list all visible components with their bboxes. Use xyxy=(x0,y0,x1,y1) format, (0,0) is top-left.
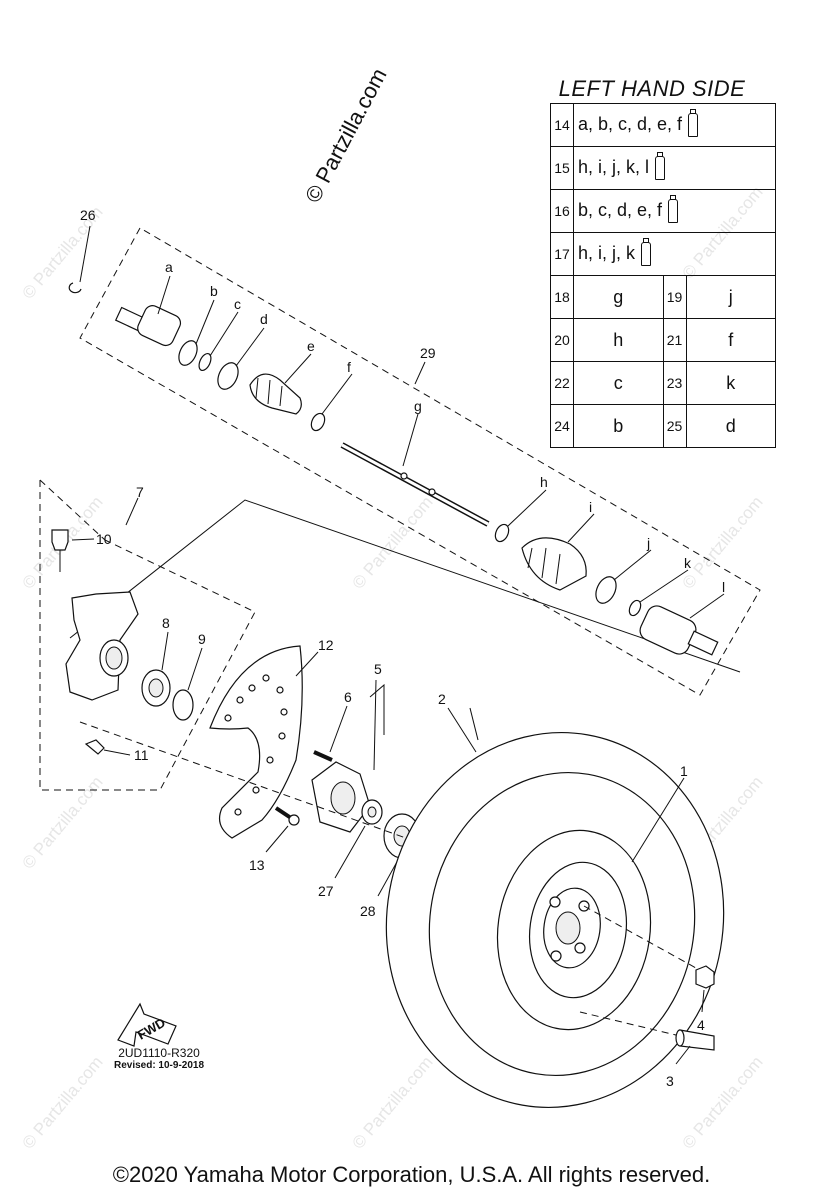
row-value: g xyxy=(573,275,664,319)
table-row: 14 a, b, c, d, e, f xyxy=(550,103,776,147)
disc-bolt xyxy=(274,806,300,826)
row-value: d xyxy=(685,404,776,448)
table-row: 16 b, c, d, e, f xyxy=(550,189,776,233)
knuckle-group-outline xyxy=(39,480,256,791)
copyright-notice: ©2020 Yamaha Motor Corporation, U.S.A. A… xyxy=(112,1162,711,1187)
row-number: 18 xyxy=(550,275,574,319)
callout-13: 13 xyxy=(249,857,265,873)
callout-6: 6 xyxy=(344,689,352,705)
callout-g: g xyxy=(414,398,422,414)
reference-block: 2UD1110-R320 Revised: 10-9-2018 xyxy=(84,1046,234,1071)
watermark: © Partzilla.com xyxy=(349,493,437,593)
table-row: 15 h, i, j, k, l xyxy=(550,146,776,190)
callout-l: l xyxy=(722,579,725,595)
callout-27: 27 xyxy=(318,883,334,899)
callout-4: 4 xyxy=(697,1017,705,1033)
table-row: 24 b 25 d xyxy=(550,404,776,448)
callout-b: b xyxy=(210,283,218,299)
left-hand-side-table: 14 a, b, c, d, e, f 15 h, i, j, k, l 16 … xyxy=(550,103,776,448)
drive-shaft-group-outline xyxy=(79,227,761,696)
grease-tube-icon xyxy=(668,195,679,223)
grease-tube-icon xyxy=(641,238,652,266)
row-value: j xyxy=(685,275,776,319)
ball-joint xyxy=(51,529,69,572)
grease-tube-icon xyxy=(655,152,666,180)
inner-cv-joint xyxy=(639,605,719,656)
callout-d: d xyxy=(260,311,268,327)
wheel-rim xyxy=(496,829,652,1031)
callout-5: 5 xyxy=(374,661,382,677)
callout-2: 2 xyxy=(438,691,446,707)
callout-c: c xyxy=(234,296,241,312)
callout-10: 10 xyxy=(96,531,112,547)
callout-e: e xyxy=(307,338,315,354)
callout-12: 12 xyxy=(318,637,334,653)
callout-26: 26 xyxy=(80,207,96,223)
row-number: 24 xyxy=(550,404,574,448)
table-row: 20 h 21 f xyxy=(550,318,776,362)
hub-stud xyxy=(313,750,333,762)
callout-29: 29 xyxy=(420,345,436,361)
row-number: 14 xyxy=(550,103,574,147)
callout-11: 11 xyxy=(134,747,149,763)
row-number: 23 xyxy=(662,361,687,405)
row-value: h xyxy=(573,318,664,362)
watermark: © Partzilla.com xyxy=(679,1053,767,1153)
callout-9: 9 xyxy=(198,631,206,647)
table-row: 17 h, i, j, k xyxy=(550,232,776,276)
watermark: © Partzilla.com xyxy=(349,1053,437,1153)
table-row: 18 g 19 j xyxy=(550,275,776,319)
callout-7: 7 xyxy=(136,484,144,500)
row-value: f xyxy=(685,318,776,362)
row-number: 16 xyxy=(550,189,574,233)
row-number: 19 xyxy=(662,275,687,319)
row-value: k xyxy=(685,361,776,405)
row-codes: h, i, j, k xyxy=(578,242,636,263)
outer-cv-joint xyxy=(114,305,182,347)
row-value: b xyxy=(573,404,664,448)
watermark: © Partzilla.com xyxy=(19,773,107,873)
reference-code: 2UD1110-R320 xyxy=(118,1046,200,1060)
callout-28: 28 xyxy=(360,903,376,919)
callout-j: j xyxy=(646,535,650,551)
callout-f: f xyxy=(347,359,351,375)
row-number: 21 xyxy=(662,318,687,362)
steering-knuckle xyxy=(65,591,139,701)
brake-disc xyxy=(209,645,303,839)
wheel-hub xyxy=(311,761,371,833)
valve-stem xyxy=(675,1029,715,1051)
row-number: 15 xyxy=(550,146,574,190)
axle-shaft xyxy=(340,442,490,527)
lug-nut xyxy=(695,965,715,989)
row-number: 20 xyxy=(550,318,574,362)
callout-8: 8 xyxy=(162,615,170,631)
callout-a: a xyxy=(165,259,173,275)
watermark: © Partzilla.com xyxy=(679,493,767,593)
wheel-bearing xyxy=(141,669,171,707)
callout-3: 3 xyxy=(666,1073,674,1089)
fwd-arrow-icon: FWD xyxy=(117,1002,177,1047)
row-codes: h, i, j, k, l xyxy=(578,156,650,177)
callout-1: 1 xyxy=(680,763,688,779)
callout-h: h xyxy=(540,474,548,490)
table-row: 22 c 23 k xyxy=(550,361,776,405)
table-title: LEFT HAND SIDE xyxy=(558,76,746,101)
row-codes: b, c, d, e, f xyxy=(578,199,663,220)
row-value: c xyxy=(573,361,664,405)
row-number: 17 xyxy=(550,232,574,276)
outer-boot xyxy=(249,373,302,415)
grease-tube-icon xyxy=(688,109,699,137)
inner-boot xyxy=(521,537,587,591)
callout-i: i xyxy=(589,499,592,515)
row-codes: a, b, c, d, e, f xyxy=(578,113,683,134)
revised-date: Revised: 10-9-2018 xyxy=(113,1060,205,1071)
row-number: 22 xyxy=(550,361,574,405)
hub-washer xyxy=(361,799,383,825)
row-number: 25 xyxy=(662,404,687,448)
callout-k: k xyxy=(684,555,692,571)
